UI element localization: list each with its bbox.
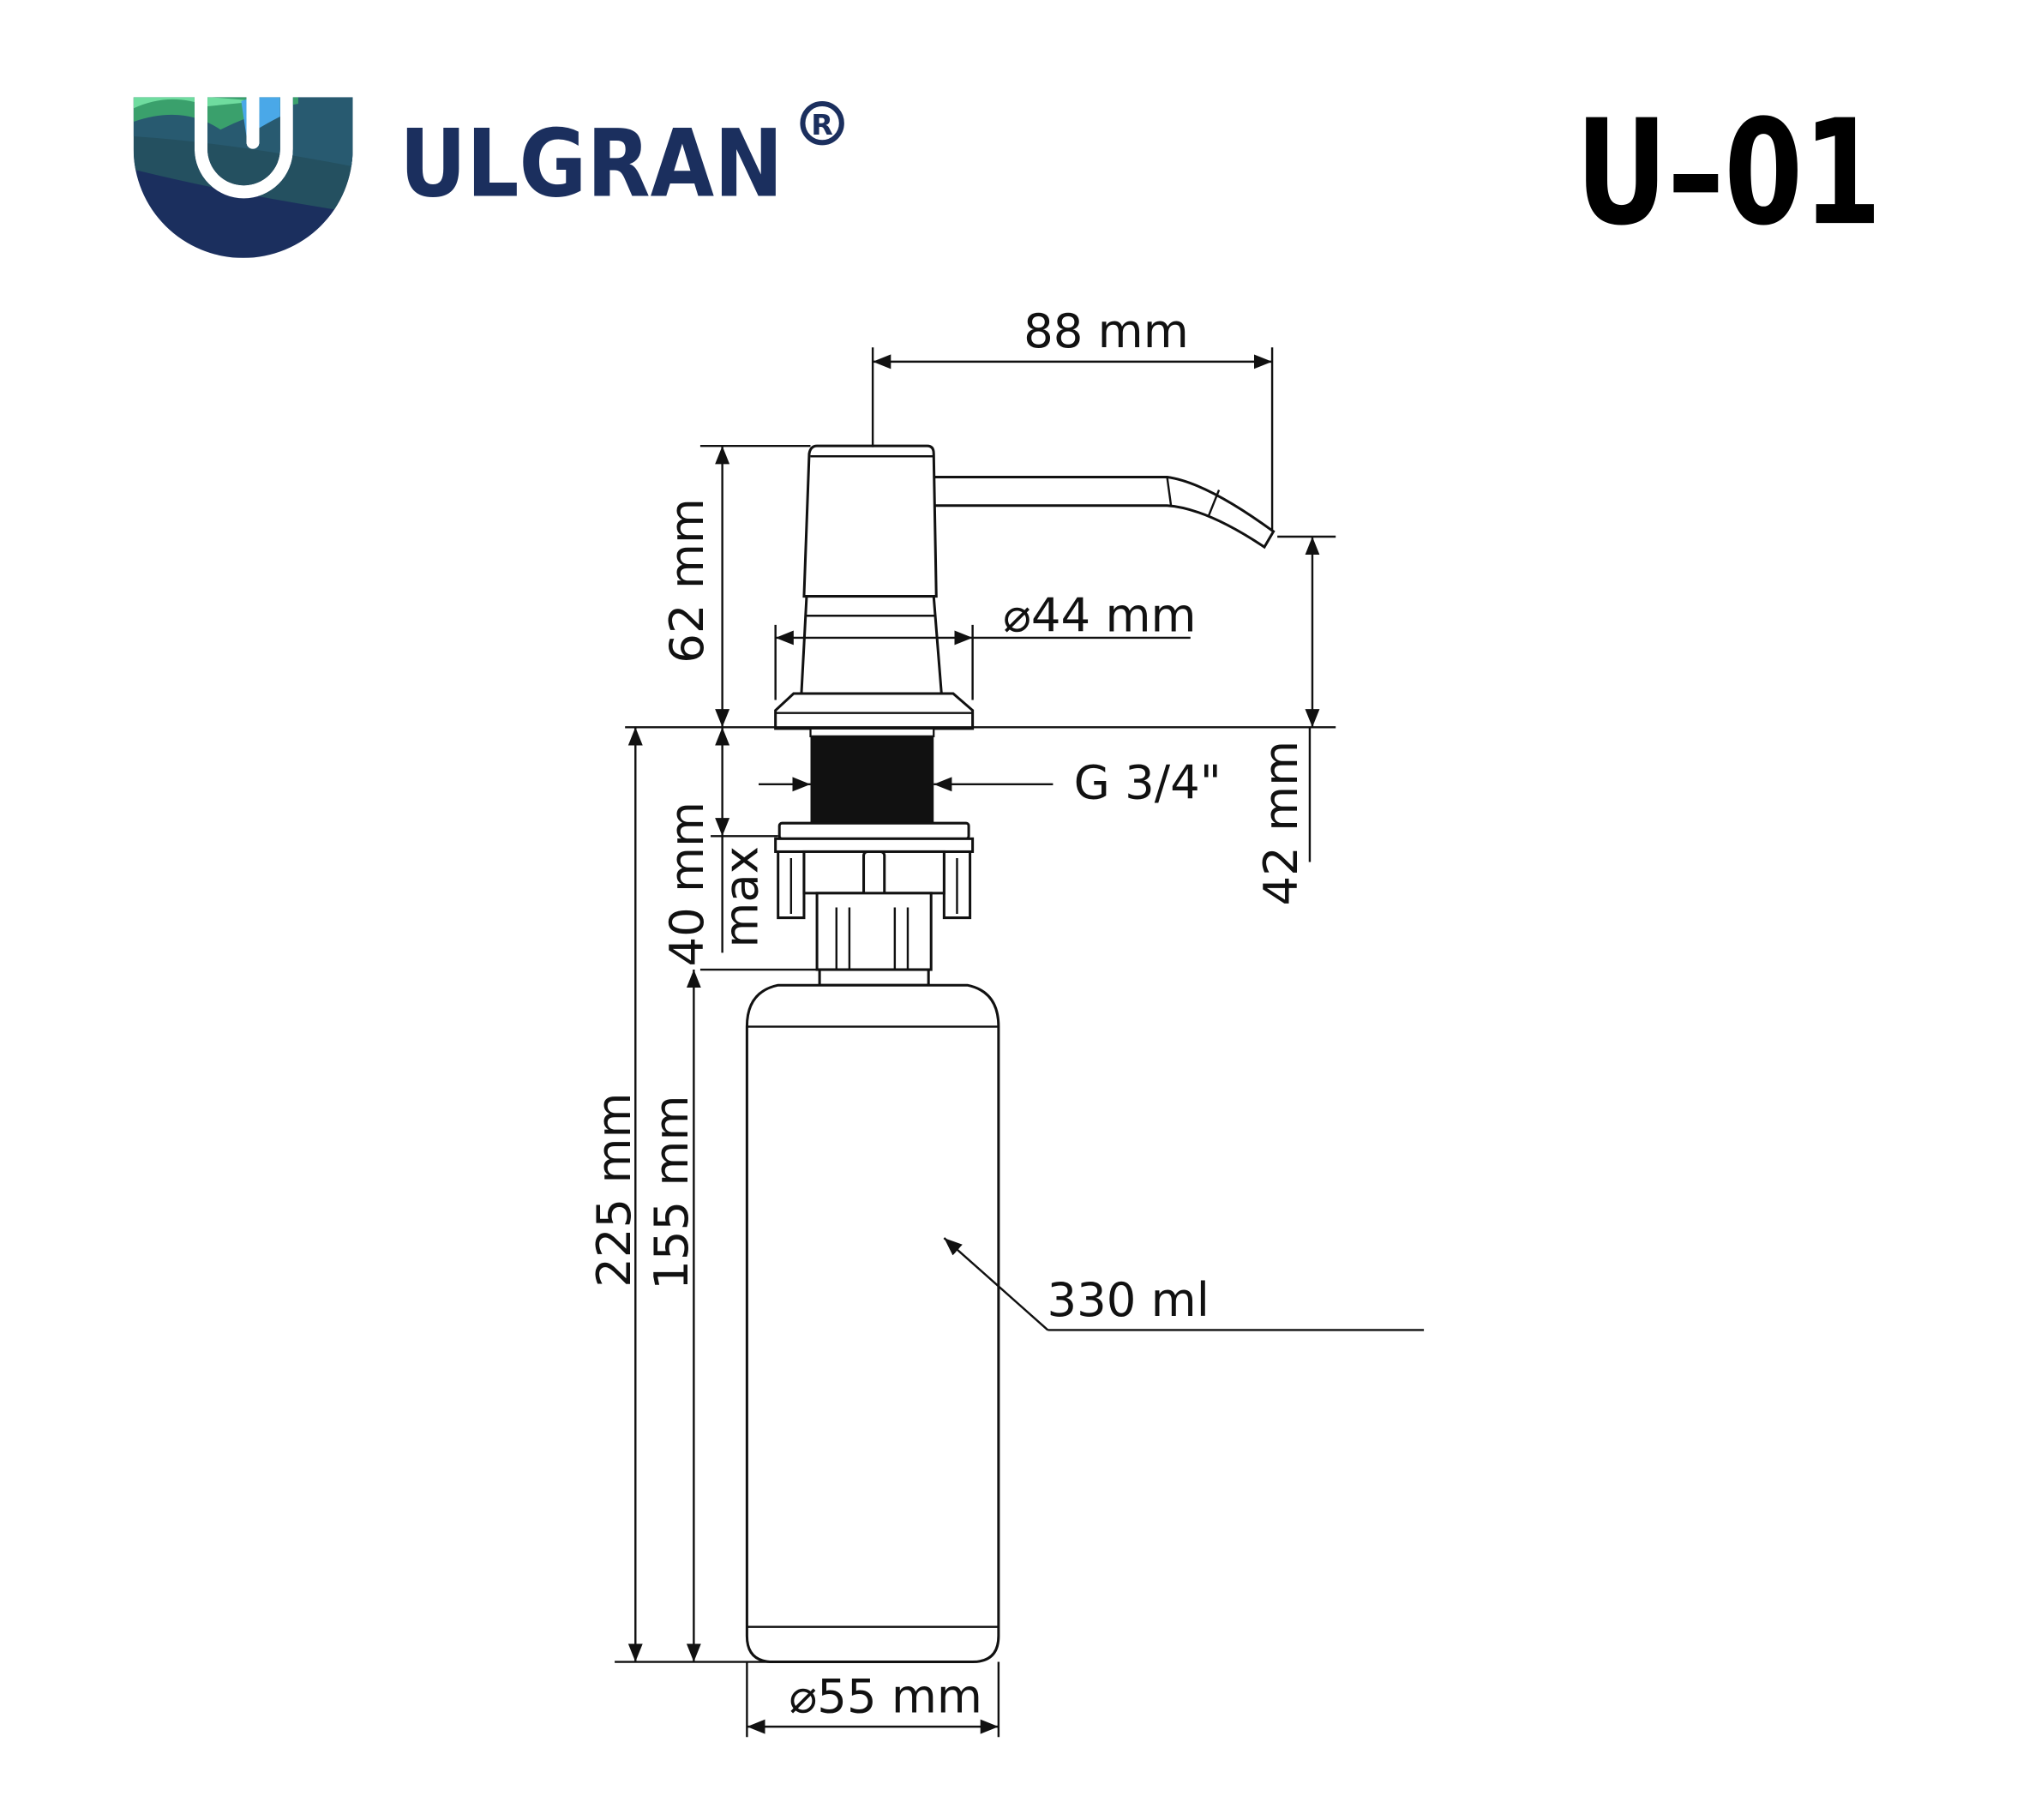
svg-text:R: R	[811, 108, 833, 141]
bottle-diameter-label: ⌀55 mm	[789, 1669, 982, 1724]
max-label: max	[713, 846, 768, 948]
spout-height-label: 42 mm	[1253, 741, 1308, 906]
ulgran-logo: ULGRAN ® R	[133, 97, 844, 258]
total-length-label: 225 mm	[586, 1093, 641, 1288]
bottle-height-label: 155 mm	[644, 1096, 699, 1290]
logo-brand-text: ULGRAN	[399, 109, 783, 218]
logo-mark-icon	[133, 97, 353, 258]
thread-label: G 3/4"	[1074, 754, 1222, 809]
dispenser-drawing	[745, 444, 1276, 1664]
max-thickness-label: 40 mm	[659, 802, 714, 967]
base-diameter-label: ⌀44 mm	[1003, 587, 1196, 642]
head-height-label: 62 mm	[659, 498, 714, 664]
volume-label: 330 ml	[1047, 1272, 1209, 1327]
dimension-lines	[615, 347, 1425, 1738]
spout-reach-label: 88 mm	[1024, 303, 1189, 358]
model-title: U–01	[1576, 88, 1882, 257]
